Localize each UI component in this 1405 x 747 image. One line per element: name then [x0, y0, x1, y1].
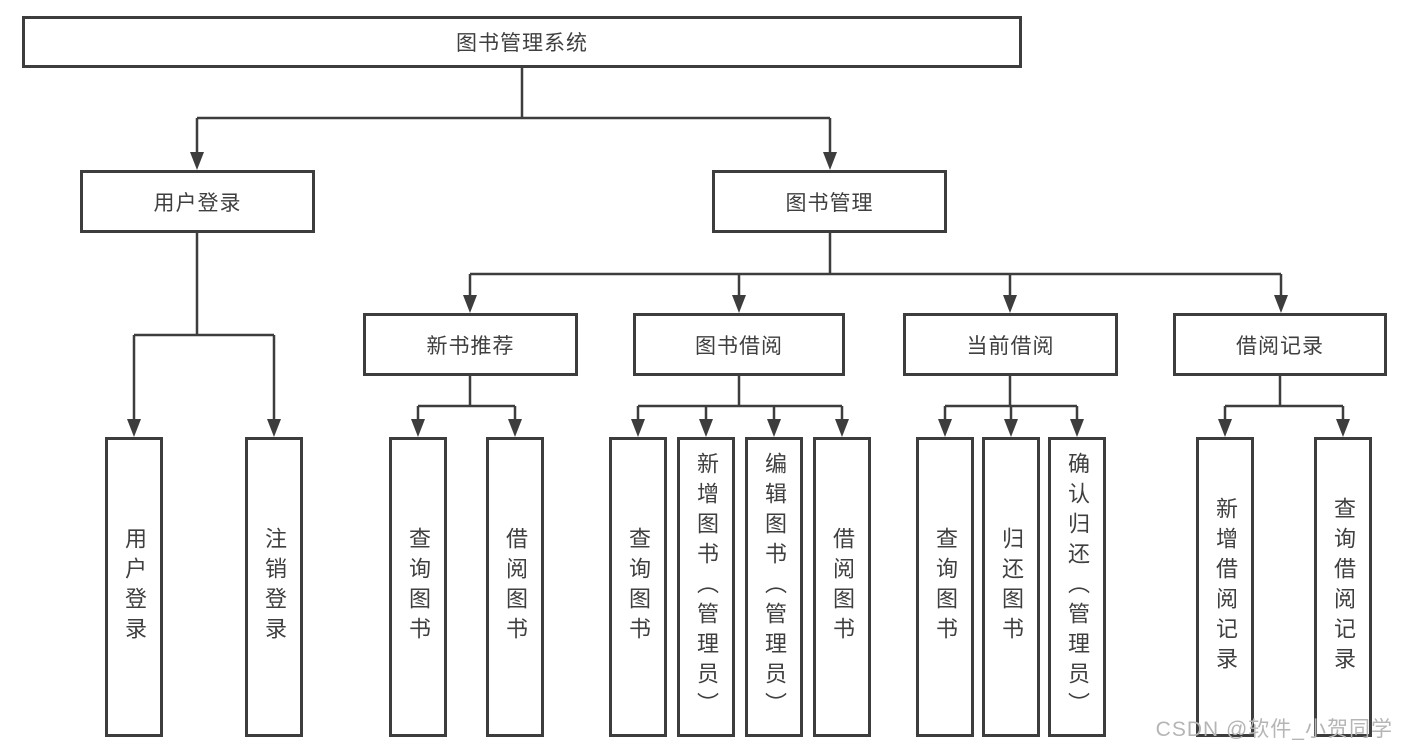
leaf-query-borrow-record: 查询借阅记录 [1314, 437, 1372, 737]
node-label: 归还图书 [999, 527, 1024, 647]
node-label: 图书借阅 [695, 334, 783, 358]
node-book-borrowing: 图书借阅 [633, 313, 845, 376]
node-label: 查询图书 [933, 527, 958, 647]
leaf-query-books-borrowing: 查询图书 [609, 437, 667, 737]
node-label: 编辑图书（管理员） [762, 452, 787, 722]
node-label: 注销登录 [262, 527, 287, 647]
node-library-management-system: 图书管理系统 [22, 16, 1022, 68]
node-borrowing-records: 借阅记录 [1173, 313, 1387, 376]
node-label: 图书管理 [785, 191, 874, 215]
node-label: 用户登录 [122, 527, 147, 647]
node-label: 查询借阅记录 [1331, 497, 1356, 677]
leaf-confirm-return-admin: 确认归还（管理员） [1048, 437, 1106, 737]
node-label: 借阅图书 [503, 527, 528, 647]
leaf-edit-book-admin: 编辑图书（管理员） [745, 437, 803, 737]
node-label: 当前借阅 [966, 334, 1055, 358]
node-label: 新书推荐 [426, 334, 515, 358]
node-label: 借阅图书 [830, 527, 855, 647]
leaf-return-books: 归还图书 [982, 437, 1040, 737]
leaf-logout: 注销登录 [245, 437, 303, 737]
node-label: 查询图书 [626, 527, 651, 647]
node-book-management: 图书管理 [712, 170, 947, 233]
leaf-query-books-current: 查询图书 [916, 437, 974, 737]
node-current-borrowing: 当前借阅 [903, 313, 1118, 376]
node-user-login: 用户登录 [80, 170, 315, 233]
node-label: 借阅记录 [1236, 334, 1324, 358]
node-label: 新增图书（管理员） [694, 452, 719, 722]
node-label: 查询图书 [406, 527, 431, 647]
leaf-add-book-admin: 新增图书（管理员） [677, 437, 735, 737]
node-new-book-recommendation: 新书推荐 [363, 313, 578, 376]
leaf-user-login: 用户登录 [105, 437, 163, 737]
node-label: 图书管理系统 [456, 32, 588, 55]
watermark: CSDN @软件_小贺同学 [1155, 718, 1393, 741]
node-label: 新增借阅记录 [1213, 497, 1238, 677]
leaf-query-books-recommend: 查询图书 [389, 437, 447, 737]
leaf-borrow-books-borrowing: 借阅图书 [813, 437, 871, 737]
node-label: 确认归还（管理员） [1065, 452, 1090, 722]
leaf-add-borrow-record: 新增借阅记录 [1196, 437, 1254, 737]
node-label: 用户登录 [153, 191, 242, 215]
leaf-borrow-books-recommend: 借阅图书 [486, 437, 544, 737]
